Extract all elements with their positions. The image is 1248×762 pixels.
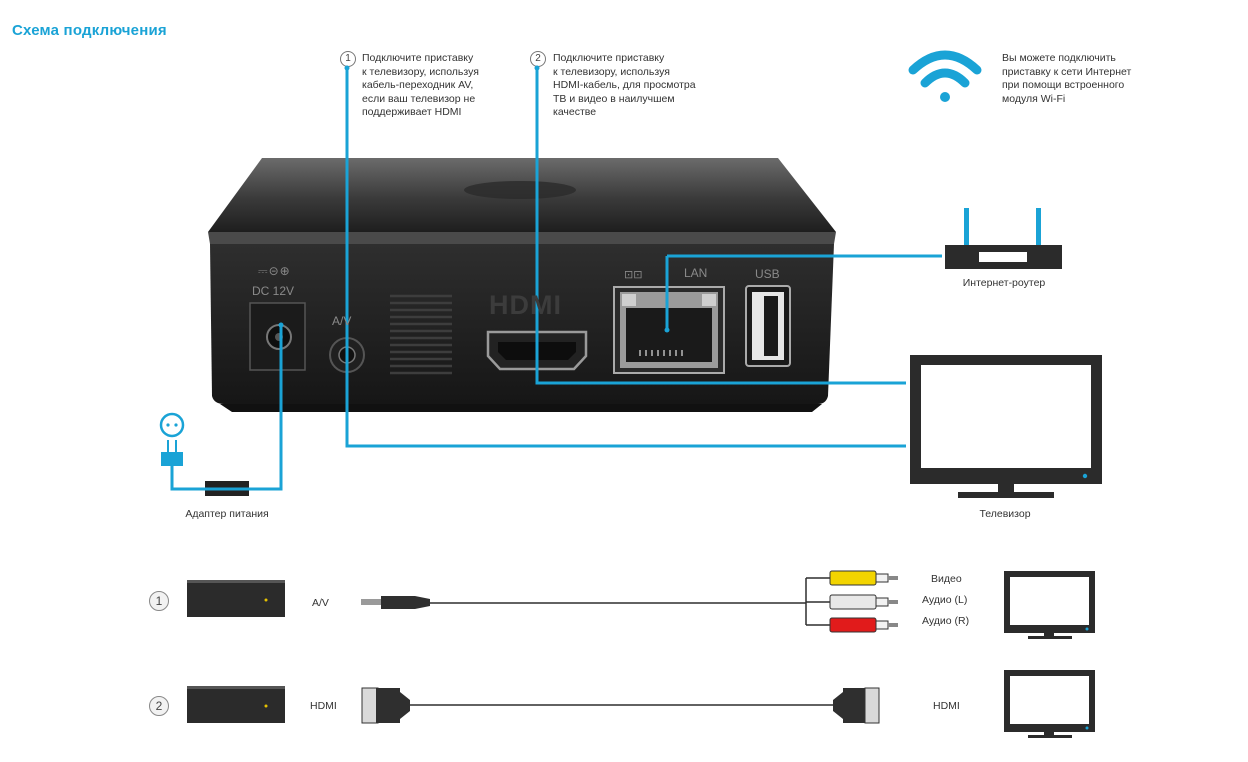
note-hdmi-line: ТВ и видео в наилучшем — [553, 92, 675, 105]
note-av-line: Подключите приставку — [362, 52, 474, 64]
row2-tv-icon — [1004, 670, 1095, 738]
rca-plug-audio-r-icon — [829, 617, 898, 633]
dc-symbol-label: ⎓⊝⊕ — [258, 264, 291, 278]
row1-output-audio-l: Аудио (L) — [922, 594, 968, 606]
note-hdmi: Подключите приставку к телевизору, испол… — [553, 52, 696, 120]
row1-output-video: Видео — [931, 573, 962, 585]
row1-cable-label: A/V — [312, 597, 329, 609]
tv-icon — [910, 355, 1102, 498]
note-hdmi-line: Подключите приставку — [553, 52, 665, 64]
note-wifi-line: приставку к сети Интернет — [1002, 65, 1132, 78]
rca-plug-video-icon — [829, 570, 898, 586]
av-port-label: A/V — [332, 314, 352, 328]
logo-icon — [464, 181, 576, 199]
note-av: Подключите приставку к телевизору, испол… — [362, 52, 479, 120]
note-wifi-line: при помощи встроенного — [1002, 79, 1125, 92]
adapter-label: Адаптер питания — [185, 508, 269, 520]
note-hdmi-line: качестве — [553, 106, 597, 119]
note-av-line: кабель-переходник AV, — [362, 79, 474, 92]
router-icon — [945, 208, 1062, 269]
note-wifi-line: Вы можете подключить — [1002, 52, 1116, 64]
row2-cable-label: HDMI — [310, 700, 337, 712]
row1-output-audio-r: Аудио (R) — [922, 615, 970, 627]
hdmi-port-label: HDMI — [489, 290, 562, 320]
set-top-box — [208, 158, 836, 412]
av-cable-icon — [361, 577, 830, 626]
note-av-line: если ваш телевизор не — [362, 92, 476, 105]
wifi-icon — [908, 50, 982, 102]
power-adapter-icon — [159, 412, 249, 496]
usb-port-label: USB — [755, 267, 780, 281]
note-wifi-line: модуля Wi-Fi — [1002, 92, 1066, 105]
row2-number: 2 — [149, 696, 169, 716]
row1-tv-icon — [1004, 571, 1095, 639]
router-label: Интернет-роутер — [962, 277, 1046, 289]
note-av-line: поддерживает HDMI — [362, 106, 462, 119]
lan-icon: ⊡⊡ — [624, 269, 643, 281]
rca-plug-audio-l-icon — [829, 594, 898, 610]
lan-port-label: LAN — [684, 266, 708, 280]
row1-box-icon — [187, 580, 285, 617]
vent-grill — [390, 294, 452, 375]
hdmi-cable-icon — [361, 687, 880, 724]
dc-port-label: DC 12V — [252, 284, 295, 298]
note-wifi: Вы можете подключить приставку к сети Ин… — [1002, 52, 1131, 106]
page-title: Схема подключения — [12, 22, 167, 39]
connection-lines — [170, 68, 942, 491]
row2-box-icon — [187, 686, 285, 723]
row2-tv-input-label: HDMI — [933, 700, 960, 712]
tv-label: Телевизор — [979, 508, 1031, 520]
note-hdmi-line: HDMI-кабель, для просмотра — [553, 79, 696, 92]
note-hdmi-line: к телевизору, используя — [553, 65, 670, 78]
note-av-line: к телевизору, используя — [362, 65, 479, 78]
row1-number: 1 — [149, 591, 169, 611]
